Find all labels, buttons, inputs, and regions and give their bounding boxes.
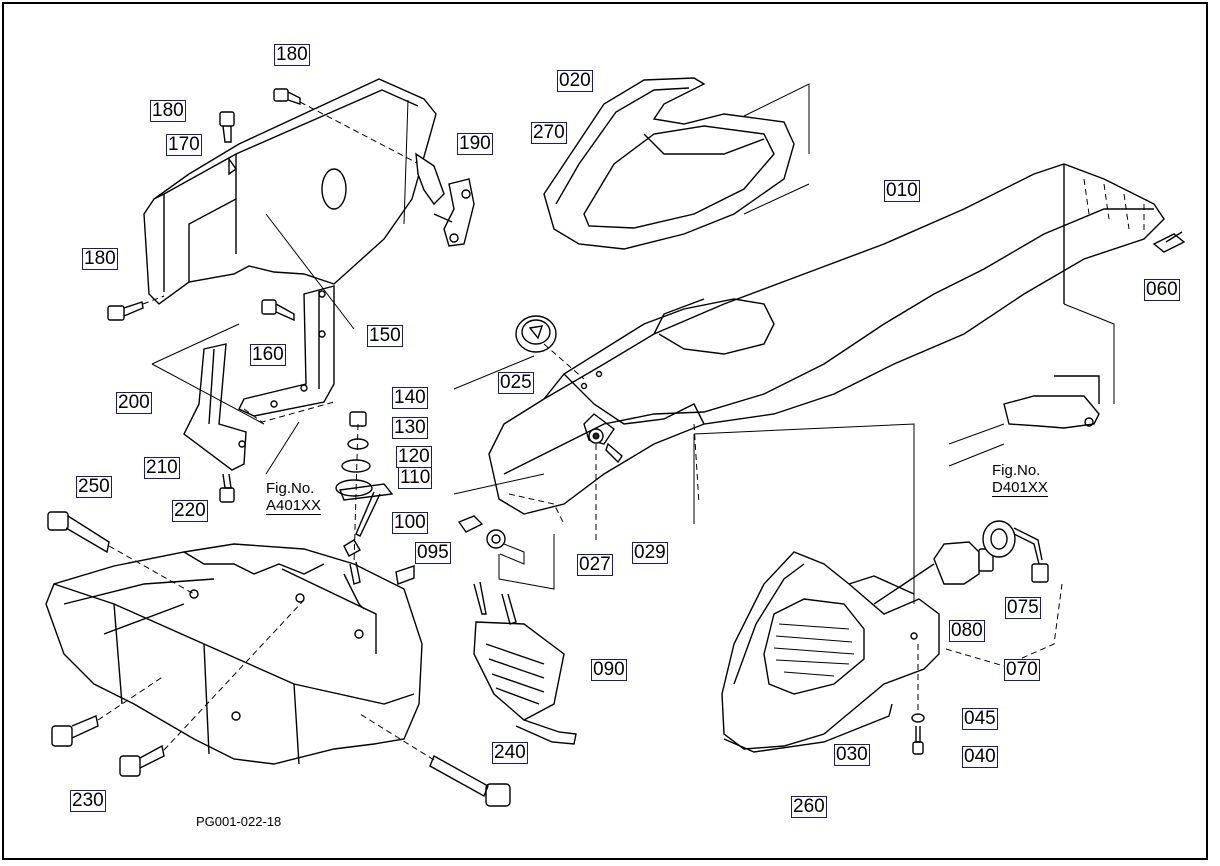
callout-060[interactable]: 060 xyxy=(1144,279,1180,301)
callout-140[interactable]: 140 xyxy=(392,387,428,409)
callout-180-mid[interactable]: 180 xyxy=(150,100,186,122)
screw-040-045-shapes xyxy=(911,644,925,755)
lamp-070-080-shapes xyxy=(873,520,1063,667)
fig-ref-label: Fig.No. xyxy=(266,480,315,497)
fig-ref-label: Fig.No. xyxy=(992,462,1041,479)
exploded-parts-drawing xyxy=(45,77,1186,807)
grommet-027-029-shapes xyxy=(588,428,623,544)
callout-120[interactable]: 120 xyxy=(396,446,432,468)
callout-010[interactable]: 010 xyxy=(884,180,920,202)
pin-060-shape xyxy=(1152,231,1186,253)
pedal-090-shape xyxy=(473,534,577,745)
rear-cover-170-shape xyxy=(143,78,437,305)
bracket-190-shape xyxy=(415,152,475,247)
callout-090[interactable]: 090 xyxy=(591,659,627,681)
callout-150[interactable]: 150 xyxy=(367,325,403,347)
callout-030[interactable]: 030 xyxy=(834,744,870,766)
fig-ref-code: A401XX xyxy=(266,497,322,515)
callout-130[interactable]: 130 xyxy=(392,417,428,439)
callout-040[interactable]: 040 xyxy=(962,746,998,768)
bolt-250-230-240-shapes xyxy=(47,511,511,807)
callout-240[interactable]: 240 xyxy=(492,742,528,764)
callout-230[interactable]: 230 xyxy=(70,790,106,812)
fig-ref-d401xx[interactable]: Fig.No. D401XX xyxy=(992,462,1048,497)
callout-029[interactable]: 029 xyxy=(632,542,668,564)
callout-020[interactable]: 020 xyxy=(557,70,593,92)
callout-070[interactable]: 070 xyxy=(1004,659,1040,681)
callout-095[interactable]: 095 xyxy=(415,542,451,564)
callout-045[interactable]: 045 xyxy=(962,708,998,730)
cap-025-shape xyxy=(515,315,585,380)
bracket-150-shape xyxy=(238,213,355,423)
callout-170[interactable]: 170 xyxy=(166,134,202,156)
callout-270[interactable]: 270 xyxy=(531,122,567,144)
callout-160[interactable]: 160 xyxy=(250,344,286,366)
callout-025[interactable]: 025 xyxy=(498,372,534,394)
callout-190[interactable]: 190 xyxy=(457,133,493,155)
seat-cover-020-270-shape xyxy=(543,77,810,250)
callout-200[interactable]: 200 xyxy=(116,392,152,414)
bracket-d401xx-shape xyxy=(948,375,1100,467)
callout-110[interactable]: 110 xyxy=(398,467,433,489)
callout-180-top[interactable]: 180 xyxy=(274,44,310,66)
callout-027[interactable]: 027 xyxy=(577,554,613,576)
callout-180-left[interactable]: 180 xyxy=(82,248,118,270)
callout-250[interactable]: 250 xyxy=(76,476,112,498)
callout-260[interactable]: 260 xyxy=(791,796,827,818)
callout-100[interactable]: 100 xyxy=(392,512,428,534)
fender-030-260-shape xyxy=(693,423,940,753)
front-frame-220-shape xyxy=(45,543,423,765)
body-shell-010-shape xyxy=(453,163,1165,525)
rod-stack-110-140-shapes xyxy=(335,411,415,585)
bolt-180-shapes xyxy=(107,88,420,321)
drawing-frame: 180 180 180 170 190 150 160 200 210 140 … xyxy=(2,2,1208,860)
sheet-id: PG001-022-18 xyxy=(196,814,282,829)
bracket-200-shape xyxy=(183,343,247,503)
callout-210[interactable]: 210 xyxy=(144,457,180,479)
fig-ref-code: D401XX xyxy=(992,479,1048,497)
callout-080[interactable]: 080 xyxy=(949,620,985,642)
callout-075[interactable]: 075 xyxy=(1005,597,1041,619)
callout-220[interactable]: 220 xyxy=(172,500,208,522)
clip-095-100-shapes xyxy=(457,515,525,565)
fig-ref-a401xx[interactable]: Fig.No. A401XX xyxy=(266,480,322,515)
